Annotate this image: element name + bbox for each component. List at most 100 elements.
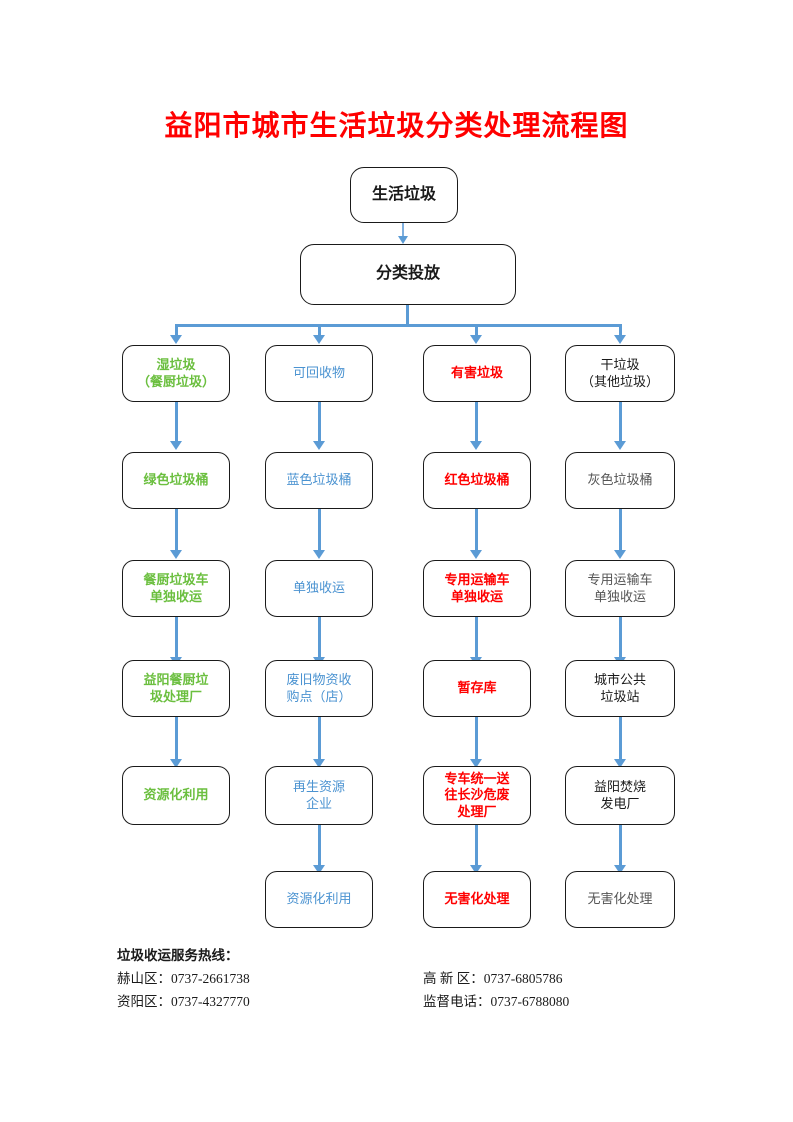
arrow-wet-2-3 <box>170 550 182 559</box>
node-dry-5-label: 益阳焚烧发电厂 <box>593 778 646 811</box>
connector-dry-1-2 <box>619 402 622 444</box>
node-hazardous-2-label: 红色垃圾桶 <box>444 472 510 488</box>
node-wet-2: 绿色垃圾桶 <box>122 452 230 509</box>
node-recyclable-1: 可回收物 <box>265 345 373 402</box>
node-dry-4: 城市公共垃圾站 <box>565 660 675 717</box>
connector-hazardous-4-5 <box>475 717 478 762</box>
node-wet-1: 湿垃圾（餐厨垃圾） <box>122 345 230 402</box>
node-recyclable-2-label: 蓝色垃圾桶 <box>286 472 352 488</box>
node-recyclable-3-label: 单独收运 <box>292 580 345 596</box>
node-dry-3: 专用运输车单独收运 <box>565 560 675 617</box>
arrow-hazardous-4-5 <box>470 759 482 768</box>
arrow-dry-2-3 <box>614 550 626 559</box>
page-title: 益阳市城市生活垃圾分类处理流程图 <box>164 111 629 142</box>
node-recyclable-4-label: 废旧物资收购点（店） <box>286 671 352 704</box>
arrow-drop-col2 <box>313 335 325 344</box>
node-dry-3-label: 专用运输车单独收运 <box>587 571 653 604</box>
connector-wet-3-4 <box>175 617 178 660</box>
node-wet-5-label: 资源化利用 <box>143 787 209 803</box>
connector-hazardous-1-2 <box>475 402 478 444</box>
arrow-drop-col3 <box>470 335 482 344</box>
hotline-gaoxin: 高 新 区：0737-6805786 <box>423 971 563 986</box>
node-wet-4: 益阳餐厨垃圾处理厂 <box>122 660 230 717</box>
node-recyclable-2: 蓝色垃圾桶 <box>265 452 373 509</box>
node-source: 生活垃圾 <box>350 167 458 223</box>
node-hazardous-5: 专车统一送往长沙危废处理厂 <box>423 766 531 825</box>
arrow-source-to-dispatch <box>398 236 408 244</box>
arrow-hazardous-2-3 <box>470 550 482 559</box>
connector-hazardous-3-4 <box>475 617 478 660</box>
node-dry-6-label: 无害化处理 <box>587 891 653 907</box>
connector-dry-3-4 <box>619 617 622 660</box>
connector-hazardous-2-3 <box>475 509 478 553</box>
node-wet-5: 资源化利用 <box>122 766 230 825</box>
connector-dry-5-6 <box>619 825 622 868</box>
node-hazardous-2: 红色垃圾桶 <box>423 452 531 509</box>
node-dry-2-label: 灰色垃圾桶 <box>587 472 653 488</box>
connector-dry-2-3 <box>619 509 622 553</box>
arrow-recyclable-2-3 <box>313 550 325 559</box>
node-dry-1-label: 干垃圾（其他垃圾） <box>580 356 659 389</box>
node-hazardous-3-label: 专用运输车单独收运 <box>444 571 510 604</box>
arrow-drop-col1 <box>170 335 182 344</box>
connector-dispatch-stem <box>406 305 409 326</box>
arrow-recyclable-4-5 <box>313 759 325 768</box>
node-hazardous-5-label: 专车统一送往长沙危废处理厂 <box>444 770 510 819</box>
node-source-label: 生活垃圾 <box>371 185 436 203</box>
connector-wet-4-5 <box>175 717 178 762</box>
connector-distribution-bar <box>175 324 622 327</box>
node-dry-6: 无害化处理 <box>565 871 675 928</box>
node-recyclable-1-label: 可回收物 <box>292 365 345 381</box>
arrow-recyclable-5-6 <box>313 865 325 874</box>
node-wet-3: 餐厨垃圾车单独收运 <box>122 560 230 617</box>
node-hazardous-6-label: 无害化处理 <box>444 891 510 907</box>
node-dry-2: 灰色垃圾桶 <box>565 452 675 509</box>
node-recyclable-5-label: 再生资源企业 <box>292 778 345 811</box>
connector-drop-col4 <box>619 324 622 338</box>
arrow-wet-4-5 <box>170 759 182 768</box>
node-hazardous-4-label: 暂存库 <box>457 680 497 696</box>
arrow-hazardous-5-6 <box>470 865 482 874</box>
connector-wet-2-3 <box>175 509 178 553</box>
node-wet-2-label: 绿色垃圾桶 <box>143 472 209 488</box>
connector-recyclable-1-2 <box>318 402 321 444</box>
node-dispatch: 分类投放 <box>300 244 516 305</box>
connector-source-to-dispatch <box>402 223 404 240</box>
node-wet-4-label: 益阳餐厨垃圾处理厂 <box>143 671 209 704</box>
node-dry-5: 益阳焚烧发电厂 <box>565 766 675 825</box>
node-wet-3-label: 餐厨垃圾车单独收运 <box>143 571 209 604</box>
connector-wet-1-2 <box>175 402 178 444</box>
arrow-dry-1-2 <box>614 441 626 450</box>
connector-recyclable-3-4 <box>318 617 321 660</box>
hotline-heshan: 赫山区：0737-2661738 <box>117 971 250 986</box>
connector-drop-col3 <box>475 324 478 338</box>
arrow-hazardous-1-2 <box>470 441 482 450</box>
arrow-dry-4-5 <box>614 759 626 768</box>
connector-hazardous-5-6 <box>475 825 478 868</box>
connector-dry-4-5 <box>619 717 622 762</box>
node-dry-1: 干垃圾（其他垃圾） <box>565 345 675 402</box>
node-recyclable-6-label: 资源化利用 <box>286 891 352 907</box>
hotline-heading: 垃圾收运服务热线： <box>117 948 239 963</box>
node-recyclable-4: 废旧物资收购点（店） <box>265 660 373 717</box>
node-dry-4-label: 城市公共垃圾站 <box>593 671 646 704</box>
arrow-dry-5-6 <box>614 865 626 874</box>
node-hazardous-6: 无害化处理 <box>423 871 531 928</box>
arrow-wet-1-2 <box>170 441 182 450</box>
node-hazardous-4: 暂存库 <box>423 660 531 717</box>
connector-drop-col1 <box>175 324 178 338</box>
node-recyclable-3: 单独收运 <box>265 560 373 617</box>
node-hazardous-1: 有害垃圾 <box>423 345 531 402</box>
connector-recyclable-4-5 <box>318 717 321 762</box>
hotline-supervision: 监督电话：0737-6788080 <box>423 994 570 1009</box>
node-wet-1-label: 湿垃圾（餐厨垃圾） <box>136 356 215 389</box>
node-hazardous-1-label: 有害垃圾 <box>450 365 503 381</box>
node-recyclable-6: 资源化利用 <box>265 871 373 928</box>
connector-recyclable-5-6 <box>318 825 321 868</box>
arrow-drop-col4 <box>614 335 626 344</box>
arrow-recyclable-1-2 <box>313 441 325 450</box>
node-dispatch-label: 分类投放 <box>375 265 440 283</box>
connector-recyclable-2-3 <box>318 509 321 553</box>
node-recyclable-5: 再生资源企业 <box>265 766 373 825</box>
